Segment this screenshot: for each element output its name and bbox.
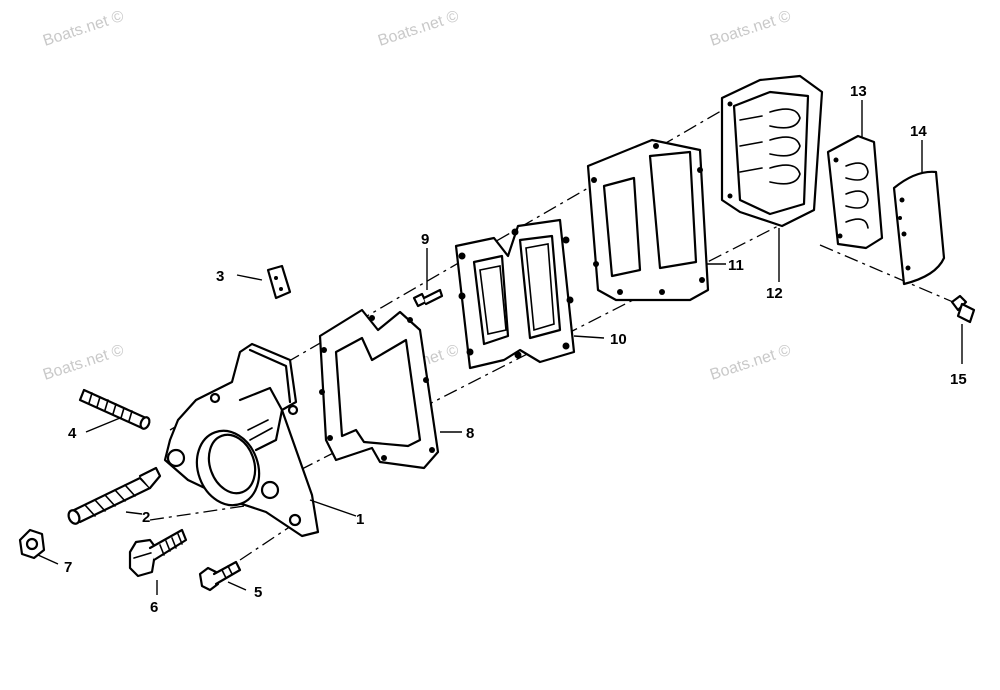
callout-13: 13 bbox=[850, 83, 867, 100]
callout-11: 11 bbox=[728, 257, 744, 274]
watermark-3: Boats.net © bbox=[708, 8, 793, 50]
callout-3: 3 bbox=[216, 268, 224, 285]
part-4-threaded-stud bbox=[78, 388, 151, 430]
part-3-clip bbox=[266, 264, 292, 300]
part-9-screw bbox=[412, 288, 444, 308]
callout-1: 1 bbox=[356, 511, 364, 528]
callout-7: 7 bbox=[64, 559, 72, 576]
callout-4: 4 bbox=[68, 425, 77, 442]
watermark-4: Boats.net © bbox=[41, 342, 126, 384]
callouts: 1 2 3 4 5 6 7 8 9 10 11 12 13 14 15 bbox=[64, 83, 967, 616]
part-15-screw bbox=[950, 294, 976, 324]
callout-2: 2 bbox=[142, 509, 150, 526]
part-13-reed-petal bbox=[826, 134, 884, 250]
callout-9: 9 bbox=[421, 231, 429, 248]
watermark-2: Boats.net © bbox=[376, 8, 461, 50]
part-14-reed-stop bbox=[892, 170, 946, 286]
part-7-hex-nut bbox=[18, 528, 46, 560]
callout-15: 15 bbox=[950, 371, 967, 388]
part-12-reed-cage bbox=[720, 74, 824, 228]
callout-6: 6 bbox=[150, 599, 158, 616]
callout-5: 5 bbox=[254, 584, 262, 601]
part-11-gasket bbox=[586, 138, 710, 302]
part-2-stud bbox=[67, 466, 162, 525]
watermark-1: Boats.net © bbox=[41, 8, 126, 50]
callout-8: 8 bbox=[466, 425, 474, 442]
part-5-screw bbox=[198, 560, 242, 592]
watermark-6: Boats.net © bbox=[708, 342, 793, 384]
part-1-adapter-housing bbox=[163, 342, 320, 538]
part-8-gasket bbox=[318, 308, 440, 470]
callout-14: 14 bbox=[910, 123, 927, 140]
part-10-reed-plate bbox=[454, 218, 576, 370]
leader-lines bbox=[37, 100, 963, 595]
callout-10: 10 bbox=[610, 331, 627, 348]
callout-12: 12 bbox=[766, 285, 783, 302]
part-6-flange-bolt bbox=[128, 528, 188, 578]
